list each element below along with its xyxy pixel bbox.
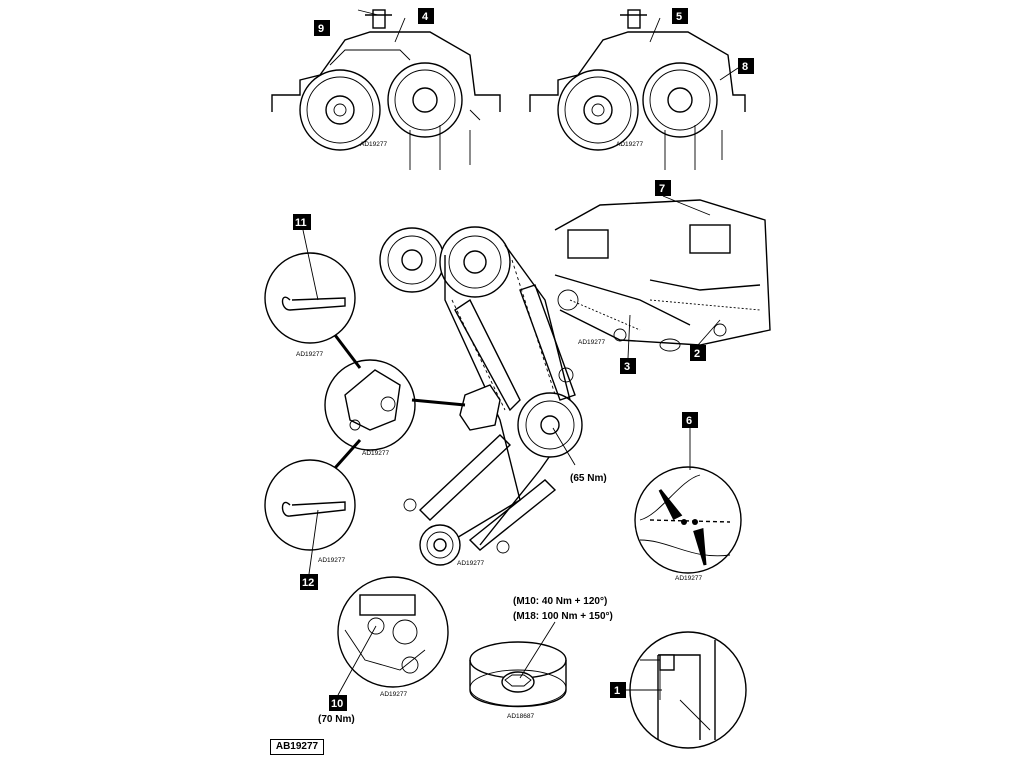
- svg-text:1: 1: [614, 685, 620, 697]
- svg-text:AD19277: AD19277: [675, 575, 702, 582]
- timing-chain-assembly: AD19277: [379, 226, 583, 567]
- svg-text:(70 Nm): (70 Nm): [318, 714, 355, 725]
- svg-text:(M10: 40 Nm + 120°): (M10: 40 Nm + 120°): [513, 596, 607, 607]
- svg-text:5: 5: [676, 11, 682, 23]
- detail-circle-tensioner: AD19277: [324, 359, 416, 457]
- panel-camshaft-locking-tool-right: AD19277: [529, 9, 746, 170]
- panel-camshaft-locking-tool-left: AD19277: [271, 9, 501, 170]
- callout-2: 2: [690, 319, 721, 361]
- svg-text:12: 12: [302, 577, 314, 589]
- callout-8: 8: [738, 58, 754, 74]
- callout-4: 4: [418, 8, 434, 24]
- leader-line-tensioner: [411, 398, 466, 407]
- svg-text:4: 4: [422, 11, 429, 23]
- image-code-label: AD19277: [616, 141, 643, 148]
- callout-6: 6: [682, 412, 698, 470]
- reference-code-box: AB19277: [270, 739, 324, 755]
- image-code-label: AD19277: [360, 141, 387, 148]
- callout-10: 10 (70 Nm): [318, 625, 377, 725]
- svg-text:6: 6: [686, 415, 692, 427]
- detail-circle-tool-12: AD19277: [264, 459, 356, 564]
- svg-text:10: 10: [331, 698, 343, 710]
- callout-9: 9: [314, 20, 330, 36]
- svg-text:AD19277: AD19277: [318, 557, 345, 564]
- image-code-label: AD19277: [457, 560, 484, 567]
- svg-text:AD19277: AD19277: [380, 691, 407, 698]
- callout-11: 11: [293, 214, 319, 301]
- svg-text:AD19277: AD19277: [296, 351, 323, 358]
- callout-3: 3: [620, 314, 636, 374]
- svg-text:(M18: 100 Nm + 150°): (M18: 100 Nm + 150°): [513, 611, 613, 622]
- svg-text:2: 2: [694, 348, 700, 360]
- callout-12: 12: [300, 509, 319, 590]
- svg-text:7: 7: [659, 183, 665, 195]
- svg-text:11: 11: [295, 217, 307, 229]
- svg-text:AD19277: AD19277: [578, 339, 605, 346]
- leader-line-12: [333, 439, 362, 469]
- leader-line-11: [333, 334, 362, 369]
- detail-circle-tensioner-bolt: AD19277: [337, 576, 449, 698]
- torque-sprocket-label: (65 Nm): [552, 427, 607, 484]
- svg-text:3: 3: [624, 361, 630, 373]
- detail-circle-camshaft-holder: [629, 631, 747, 749]
- svg-text:AD19277: AD19277: [362, 450, 389, 457]
- callout-1: 1: [610, 682, 662, 698]
- svg-text:8: 8: [742, 61, 748, 73]
- detail-circle-gear-marks: AD19277: [634, 466, 742, 582]
- panel-camshaft-gears: AD19277: [554, 199, 771, 352]
- detail-circle-tool-11: AD19277: [264, 252, 356, 358]
- crankshaft-pulley: (M10: 40 Nm + 120°) (M18: 100 Nm + 150°)…: [469, 596, 613, 720]
- svg-text:(65 Nm): (65 Nm): [570, 473, 607, 484]
- callout-7: 7: [655, 180, 711, 216]
- svg-text:AD18687: AD18687: [507, 713, 534, 720]
- callout-5: 5: [672, 8, 688, 24]
- svg-text:9: 9: [318, 23, 324, 35]
